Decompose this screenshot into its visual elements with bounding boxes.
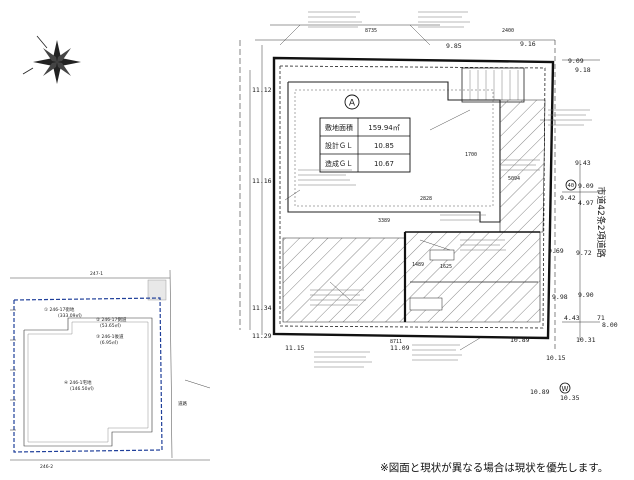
road-label: 市道42条2項道路 [595, 186, 607, 257]
level-label: 11.34 [252, 304, 272, 312]
dimension-label: 1700 [465, 152, 477, 158]
level-label: 4.43 [564, 314, 580, 322]
level-label: 9.16 [520, 40, 536, 48]
level-label: 10.35 [560, 394, 580, 402]
main-site-plan: 敷地面積 159.94㎡ 設計ＧＬ 10.85 造成ＧＬ 10.67 A W [239, 11, 618, 402]
level-label: 9.42 [560, 194, 576, 202]
level-label: 10.15 [546, 354, 566, 362]
level-label: 10.31 [576, 336, 596, 344]
table-value-site-area: 159.94㎡ [368, 124, 400, 132]
inset-lot-plan: 247-1 ① 246-17街地 (333.09㎡) ② 246-17側道 (5… [10, 269, 211, 470]
level-label: 8.00 [602, 321, 618, 329]
level-label: 10.89 [510, 336, 530, 344]
level-label: 9.09 [578, 182, 594, 190]
inset-top-label: 247-1 [90, 271, 103, 277]
table-label-design-gl: 設計ＧＬ [325, 141, 353, 150]
inset-plot-2-area: (53.65㎡) [100, 322, 121, 329]
inset-plot-1-area: (333.09㎡) [58, 312, 82, 319]
disclaimer-note: ※図面と現状が異なる場合は現状を優先します。 [380, 462, 609, 474]
level-label: 9.43 [575, 159, 591, 167]
dimension-label: 2828 [420, 196, 432, 202]
dimension-label: 8711 [390, 339, 402, 345]
level-label: 11.09 [390, 344, 410, 352]
inset-bottom-label: 246-2 [40, 464, 53, 470]
level-label: 9.09 [568, 57, 584, 65]
summary-table: 敷地面積 159.94㎡ 設計ＧＬ 10.85 造成ＧＬ 10.67 [319, 117, 411, 173]
level-label: 11.15 [285, 344, 305, 352]
level-label: 71 [597, 314, 605, 322]
level-label: 40 [568, 183, 575, 189]
inset-plot-4-label: ④ 246-1宅地 [64, 379, 92, 386]
level-label: 9.98 [552, 293, 568, 301]
dimension-label: 1489 [412, 262, 424, 268]
level-label: 9.85 [446, 42, 462, 50]
zone-w-marker: W [562, 385, 569, 393]
dimension-label: 3389 [378, 218, 390, 224]
level-label: 9.69 [548, 247, 564, 255]
table-value-grading-gl: 10.67 [374, 160, 394, 168]
level-label: 4.97 [578, 199, 594, 207]
dimension-label: 1625 [440, 264, 452, 270]
level-label: 11.16 [252, 177, 272, 185]
dimension-label: 8735 [365, 28, 377, 34]
table-value-design-gl: 10.85 [374, 142, 394, 150]
level-label: 11.29 [252, 332, 272, 340]
level-label: 9.90 [578, 291, 594, 299]
inset-plot-3-area: (6.95㎡) [100, 339, 118, 346]
level-label: 9.72 [576, 249, 592, 257]
table-label-site-area: 敷地面積 [325, 123, 353, 132]
inset-road-label: 道路 [178, 400, 187, 407]
table-label-grading-gl: 造成ＧＬ [325, 159, 353, 168]
level-label: 11.12 [252, 86, 272, 94]
level-label: 10.89 [530, 388, 550, 396]
inset-plot-4-area: (146.50㎡) [70, 385, 94, 392]
dimension-label: 2400 [502, 28, 514, 34]
level-label: 9.18 [575, 66, 591, 74]
inset-plot-3-label: ③ 246-1後道 [96, 333, 124, 340]
north-arrow-compass [22, 35, 81, 84]
inset-plot-2-label: ② 246-17側道 [96, 316, 127, 323]
dimension-label: 5094 [508, 176, 520, 182]
zone-a-marker: A [349, 99, 356, 109]
inset-plot-1-label: ① 246-17街地 [44, 306, 75, 313]
